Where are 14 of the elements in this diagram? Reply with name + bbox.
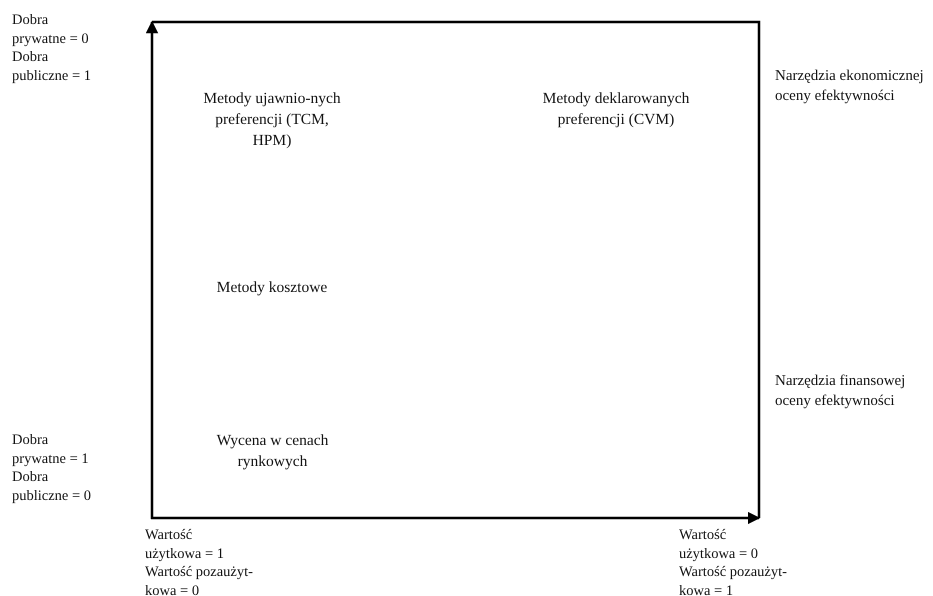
quadrant-label: Metody deklarowanych preferencji (CVM): [542, 89, 690, 130]
axis-label: Dobra prywatne = 1: [12, 431, 90, 468]
axis-label: Dobra publiczne = 1: [12, 48, 92, 85]
quadrant-label: Metody ujawnio-nych preferencji (TCM, HPM): [202, 89, 342, 151]
axis-label: Narzędzia finansowej oceny efektywności: [775, 372, 906, 410]
axis-label: Dobra prywatne = 0: [12, 11, 90, 48]
quadrant-label: Metody kosztowe: [216, 278, 328, 298]
axis-label: Wartość pozaużyt-kowa = 0: [145, 563, 254, 596]
quadrant-label: Wycena w cenach rynkowych: [216, 431, 330, 472]
axis-label: Wartość pozaużyt-kowa = 1: [679, 563, 788, 596]
axis-label: Wartość użytkowa = 0: [679, 526, 760, 563]
axis-label: Wartość użytkowa = 1: [145, 526, 226, 563]
axis-label: Dobra publiczne = 0: [12, 468, 92, 505]
axis-label: Narzędzia ekonomicznej oceny efektywności: [775, 67, 925, 106]
